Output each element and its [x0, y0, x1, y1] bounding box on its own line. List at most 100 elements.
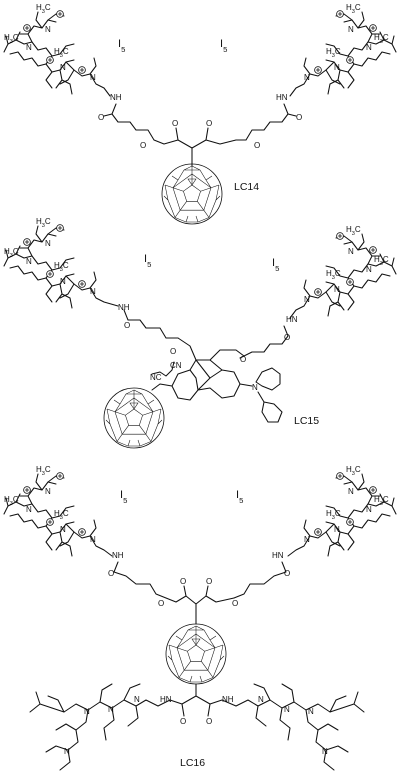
lc16-atom-n-2: N	[45, 487, 51, 496]
lc15-atom-n-5: N	[366, 265, 372, 274]
lc16-dendron-n-7: N	[308, 707, 314, 716]
lc16-fullerene-cage	[165, 623, 227, 685]
lc14-atom-n-6: N	[348, 25, 354, 34]
lc16-charge-6	[336, 472, 344, 480]
lc16-dendron-n-5: N	[258, 695, 264, 704]
lc14-atom-n-4: N	[90, 73, 96, 82]
lc16-atom-n-7: N	[334, 525, 340, 534]
lc15-amine-n: N	[252, 383, 258, 392]
lc14-carbonyl-o-right: O	[296, 113, 302, 122]
lc16-atom-n-6: N	[348, 487, 354, 496]
compound-lc15: H3C H3C H3C N N N N NH O O I5 I5 H3C H3C…	[3, 217, 397, 449]
lc15-left-ammonium-wedge	[3, 224, 179, 339]
lc16-malonamide-core-bottom: HN NH O O	[157, 683, 237, 726]
lc16-carbonyl-o-core-4: O	[206, 717, 212, 726]
lc14-counterion-left: I5	[118, 38, 125, 54]
lc16-charge-7	[346, 518, 354, 526]
lc14-atom-ch3-5: H3C	[374, 33, 389, 45]
lc15-carbonyl-o-left: O	[124, 321, 130, 330]
lc16-ester-o-1: O	[158, 599, 164, 608]
lc16-atom-ch3-2: H3C	[4, 495, 19, 507]
lc15-counterion-left: I5	[144, 253, 151, 269]
lc15-charge-8	[314, 288, 322, 296]
lc16-left-amine-dendron: N N N N	[29, 683, 159, 771]
lc14-right-ammonium-wedge	[245, 10, 397, 141]
lc14-atom-ch3-6: H3C	[326, 47, 341, 59]
lc15-atom-n-8: N	[304, 295, 310, 304]
lc14-atom-ch3-3: H3C	[54, 47, 69, 59]
lc15-counterion-right: I5	[272, 257, 279, 273]
lc15-right-ammonium-wedge	[239, 232, 397, 359]
lc15-charge-7	[346, 278, 354, 286]
lc16-carbonyl-o-core-3: O	[180, 717, 186, 726]
compound-lc16: H3C H3C H3C N N N N NH O O I5 I5 H3C H3C…	[3, 465, 397, 771]
lc15-atom-n-4: N	[90, 287, 96, 296]
lc15-amide-nh: NH	[118, 303, 130, 312]
lc16-atom-n-5: N	[366, 505, 372, 514]
lc14-atom-n-3: N	[60, 63, 66, 72]
lc14-counterion-right: I5	[220, 38, 227, 54]
lc16-charge-8	[314, 528, 322, 536]
lc16-carbonyl-o-2: O	[284, 569, 290, 578]
lc16-carbonyl-o-core-2: O	[206, 577, 212, 586]
lc16-carbonyl-o-core-1: O	[180, 577, 186, 586]
lc14-fullerene-cage	[161, 163, 223, 225]
lc14-charge-4	[78, 66, 86, 74]
lc15-carbonyl-o-right: O	[284, 333, 290, 342]
lc15-nitrile-cn: CN	[170, 361, 182, 370]
lc15-ester-o-right: O	[240, 355, 246, 364]
compound-lc14: H3C H3C H3C N N N N NH O O I5 I5	[3, 3, 397, 225]
lc14-compound-label: LC14	[234, 181, 259, 193]
lc15-atom-ch3-6: H3C	[326, 269, 341, 281]
lc15-nitrile-nc: NC	[150, 373, 162, 382]
lc16-charge-2	[56, 472, 64, 480]
lc16-ester-o-2: O	[232, 599, 238, 608]
lc14-left-ammonium-wedge: H3C H3C H3C N N N N NH O O	[3, 3, 155, 150]
lc14-ester-o-right: O	[254, 141, 260, 150]
lc16-right-amine-dendron: N N N N	[235, 683, 365, 771]
lc16-atom-n-4: N	[90, 535, 96, 544]
lc14-charge-5	[369, 24, 377, 32]
lc14-atom-ch3-2: H3C	[4, 33, 19, 45]
lc15-atom-ch3-3: H3C	[54, 261, 69, 273]
lc15-charge-2	[56, 224, 64, 232]
lc16-charge-5	[369, 486, 377, 494]
lc16-malonate-core-top: O O	[165, 577, 235, 625]
lc15-amide-hn: HN	[286, 315, 298, 324]
lc16-charge-3	[46, 518, 54, 526]
lc14-atom-n-8: N	[304, 73, 310, 82]
lc16-atom-ch3-6: H3C	[326, 509, 341, 521]
lc14-atom-ch3-4: H3C	[346, 3, 361, 15]
lc15-charge-6	[336, 232, 344, 240]
lc16-amide-hn-2: HN	[160, 695, 172, 704]
lc15-atom-n-6: N	[348, 247, 354, 256]
lc14-malonate-core: O O	[153, 119, 247, 167]
lc14-atom-n-7: N	[334, 63, 340, 72]
lc15-charge-5	[369, 246, 377, 254]
lc15-fullerene-cage	[103, 387, 165, 449]
lc14-atom-n-2: N	[45, 25, 51, 34]
lc15-atom-n-3: N	[60, 277, 66, 286]
lc15-atom-ch3-4: H3C	[346, 225, 361, 237]
lc16-compound-label: LC16	[180, 757, 205, 769]
lc14-atom-n-1: N	[26, 43, 32, 52]
lc15-atom-ch3-5: H3C	[374, 255, 389, 267]
lc14-charge-1	[23, 24, 31, 32]
lc16-amide-nh-1: NH	[112, 551, 124, 560]
lc16-dendron-n-6: N	[284, 705, 290, 714]
lc14-charge-6	[336, 10, 344, 18]
lc15-atom-ch3-1: H3C	[36, 217, 51, 229]
lc16-atom-ch3-1: H3C	[36, 465, 51, 477]
lc16-carbonyl-o-1: O	[108, 569, 114, 578]
lc16-dendron-n-2: N	[108, 705, 114, 714]
lc15-atom-n-1: N	[26, 257, 32, 266]
lc14-charge-8	[314, 66, 322, 74]
lc14-atom-ch3-1: H3C	[36, 3, 51, 15]
lc15-atom-ch3-2: H3C	[4, 247, 19, 259]
lc14-charge-3	[46, 56, 54, 64]
lc14-amide-hn: HN	[276, 93, 288, 102]
lc15-atom-n-7: N	[334, 285, 340, 294]
lc15-charge-3	[46, 270, 54, 278]
lc15-atom-n-2: N	[45, 239, 51, 248]
